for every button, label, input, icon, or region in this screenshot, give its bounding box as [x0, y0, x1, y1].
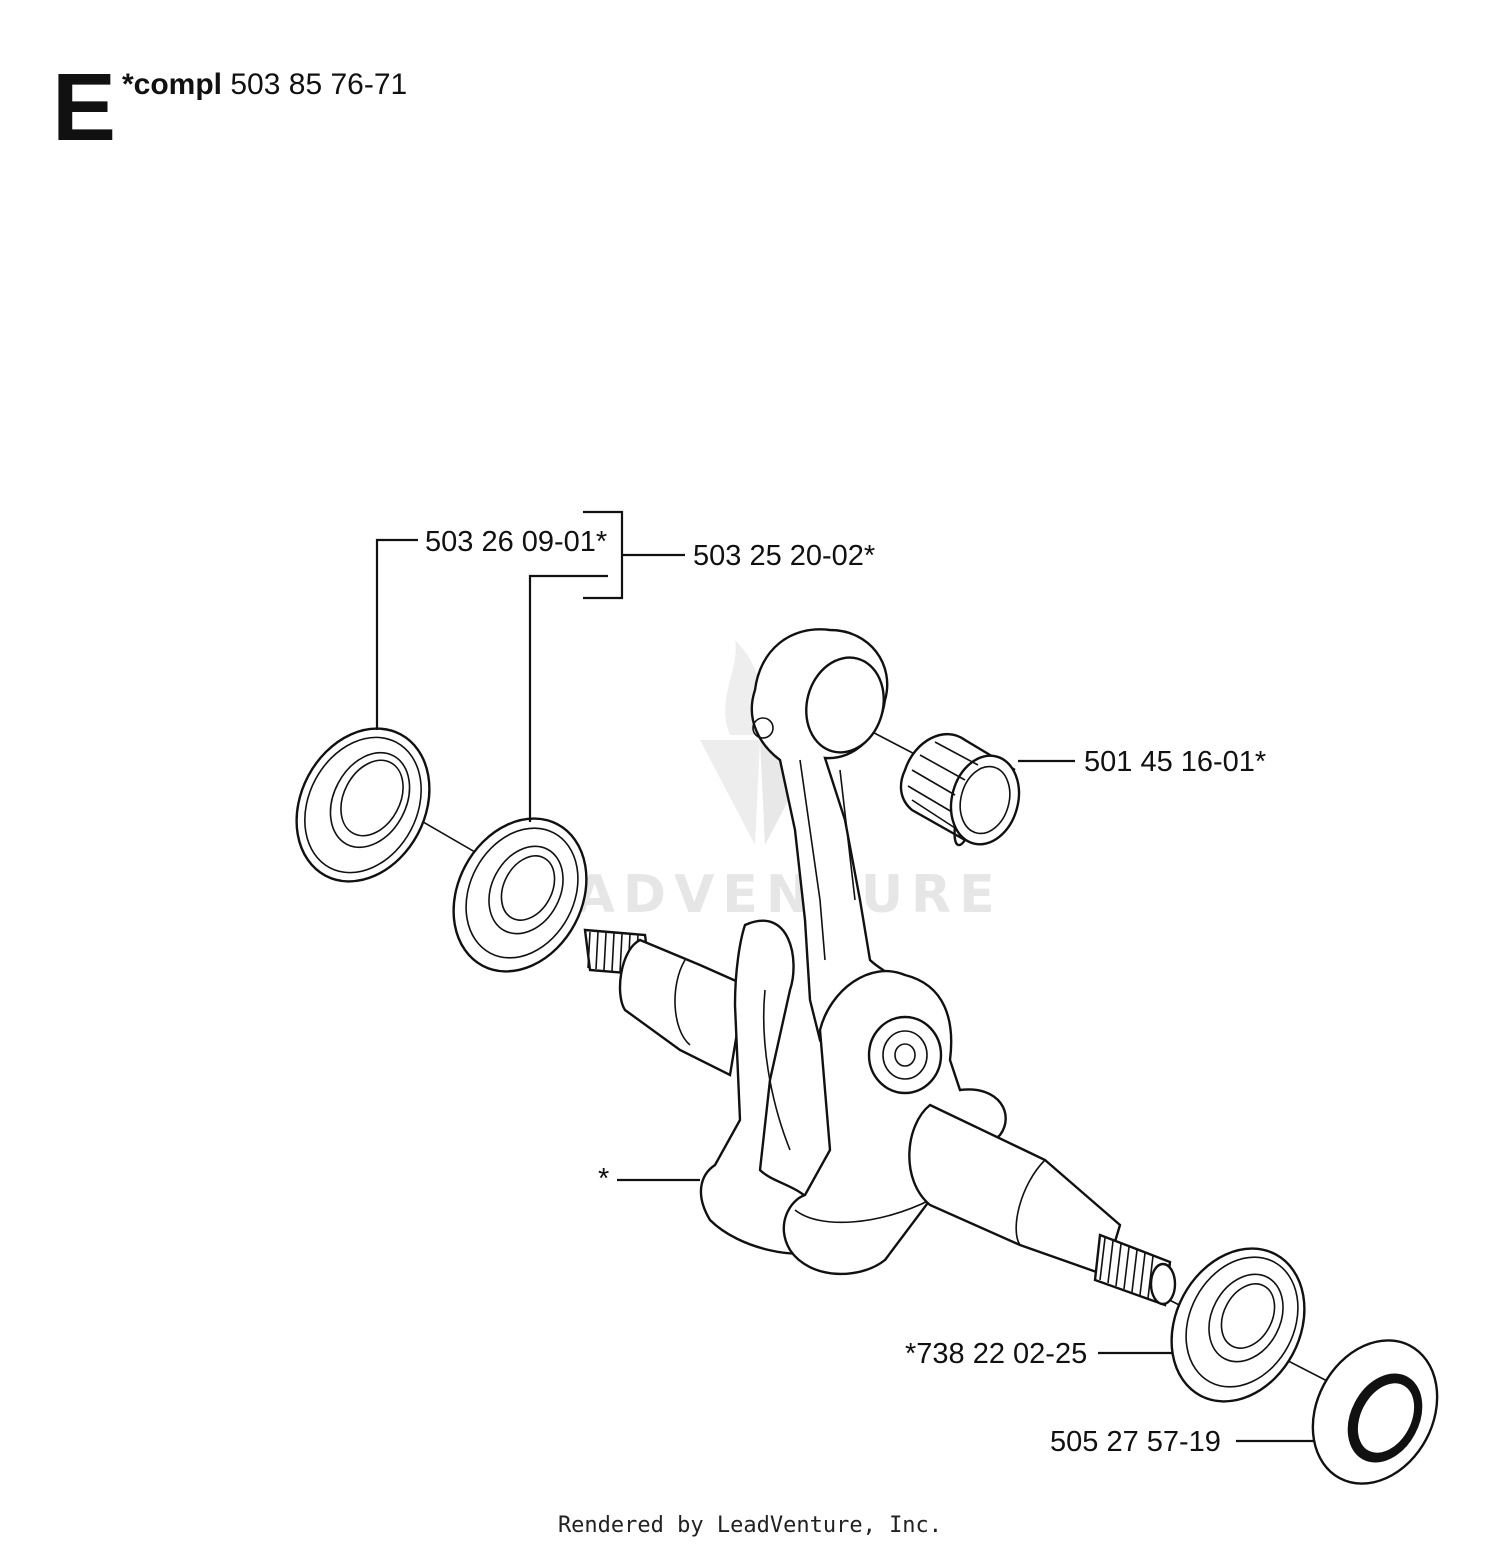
ball-bearing-left — [452, 817, 588, 973]
assembly-number: 503 85 76-71 — [230, 68, 408, 101]
assembly-prefix: *compl — [122, 68, 223, 101]
footer-credit: Rendered by LeadVenture, Inc. — [557, 1513, 943, 1538]
section-letter: E — [52, 54, 117, 161]
crankshaft — [583, 628, 1177, 1307]
leader-seal-left — [375, 538, 418, 730]
callout-bearing-kit: 503 25 20-02* — [693, 540, 875, 572]
callout-seal-left: 503 26 09-01* — [425, 526, 607, 558]
oil-seal-left — [295, 727, 431, 883]
ball-bearing-right — [1170, 1247, 1306, 1403]
oil-seal-right — [1311, 1339, 1439, 1485]
callout-bearing-right: *738 22 02-25 — [905, 1338, 1087, 1370]
leader-bearing-left — [528, 574, 608, 822]
callout-seal-right: 505 27 57-19 — [1050, 1426, 1221, 1458]
callout-crankshaft: * — [598, 1163, 609, 1195]
assembly-header: *compl 503 85 76-71 — [122, 70, 407, 100]
needle-bearing — [899, 732, 1021, 847]
callout-needle-bearing: 501 45 16-01* — [1084, 746, 1266, 778]
